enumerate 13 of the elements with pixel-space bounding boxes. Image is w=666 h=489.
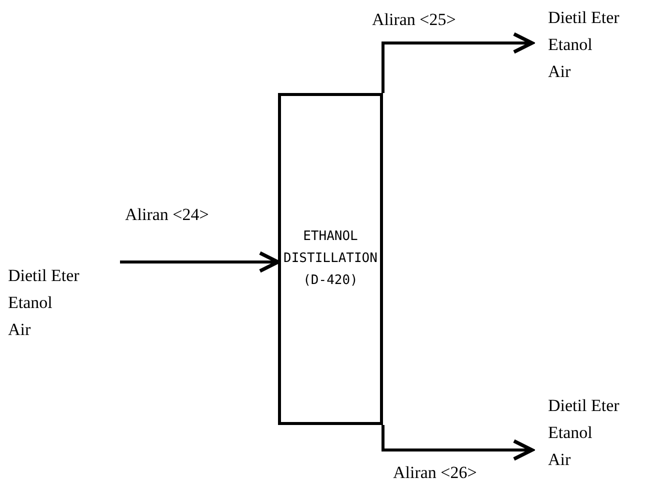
arrow	[382, 32, 534, 93]
arrow	[120, 251, 280, 273]
process-box: ETHANOL DISTILLATION (D-420)	[278, 93, 383, 425]
component-name: Dietil Eter	[548, 395, 620, 417]
arrow	[382, 425, 534, 461]
component-name: Air	[8, 319, 32, 341]
component-name: Dietil Eter	[8, 265, 80, 287]
component-name: Etanol	[8, 292, 54, 314]
component-name: Dietil Eter	[548, 7, 620, 29]
component-name: Etanol	[548, 422, 594, 444]
component-name: Air	[548, 61, 572, 83]
component-name: Air	[548, 449, 572, 471]
component-name: Etanol	[548, 34, 594, 56]
